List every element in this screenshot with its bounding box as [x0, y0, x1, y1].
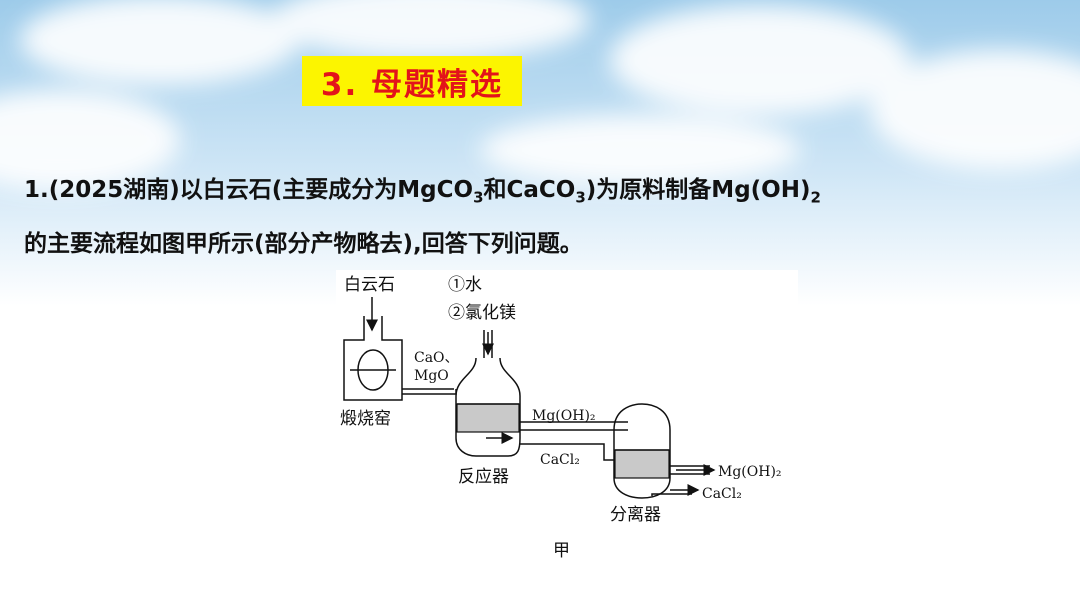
- subscript-3b: 3: [575, 188, 586, 207]
- slide-title: 3. 母题精选: [320, 66, 504, 103]
- figure-panel: [336, 270, 798, 532]
- reactor-liquid: [456, 403, 520, 433]
- label-kiln: 煅烧窑: [340, 409, 391, 429]
- subscript-2: 2: [810, 188, 821, 207]
- separator-vessel: [613, 403, 671, 499]
- label-cao: CaO、: [414, 350, 459, 366]
- label-out-lower: CaCl₂: [702, 486, 742, 502]
- label-dolomite: 白云石: [344, 275, 395, 295]
- label-upper-pipe: Mg(OH)₂: [532, 408, 596, 424]
- figure-caption: 甲: [553, 541, 570, 561]
- label-reagent-mgcl2: ②氯化镁: [448, 303, 516, 323]
- question-line-1-text-b: 和CaCO: [483, 177, 576, 203]
- clouds: [0, 0, 1080, 190]
- label-reagent-water: ①水: [448, 275, 482, 295]
- reactor-vessel: [455, 357, 521, 457]
- question-line-1: 1.(2025湖南)以白云石(主要成分为MgCO3和CaCO3)为原料制备Mg(…: [24, 170, 821, 207]
- question-line-1-text-c: )为原料制备Mg(OH): [585, 177, 811, 203]
- label-mgo: MgO: [414, 368, 449, 384]
- label-lower-pipe: CaCl₂: [540, 452, 580, 468]
- kiln-body: [343, 316, 403, 401]
- out-pipe-lower: [651, 493, 692, 496]
- label-out-upper: Mg(OH)₂: [718, 464, 782, 480]
- question-line-2: 的主要流程如图甲所示(部分产物略去),回答下列问题。: [24, 231, 583, 257]
- process-flow-diagram: 白云石 煅烧窑 CaO、 MgO ①水 ②氯化镁 反应器 Mg(OH)₂ CaC…: [336, 270, 798, 532]
- subscript-3a: 3: [473, 188, 484, 207]
- label-reactor: 反应器: [458, 467, 509, 487]
- pipe-lower: [520, 443, 618, 461]
- question-line-1-text: 1.(2025湖南)以白云石(主要成分为MgCO: [24, 177, 474, 203]
- separator-liquid: [614, 449, 670, 479]
- label-separator: 分离器: [610, 505, 661, 525]
- title-banner: 3. 母题精选: [302, 56, 522, 106]
